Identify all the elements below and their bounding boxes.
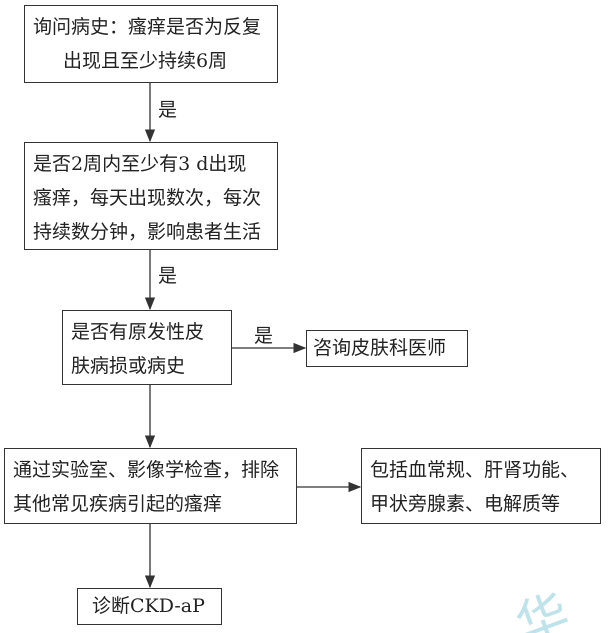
node-text: 瘙痒，每天出现数次，每次 bbox=[33, 187, 262, 209]
node-text: 肤病损或病史 bbox=[71, 355, 186, 377]
node-diagnosis: 诊断CKD-aP bbox=[77, 588, 222, 625]
node-text: 是否2周内至少有3 d出现 bbox=[33, 153, 247, 175]
node-text: 其他常见疾病引起的瘙痒 bbox=[13, 493, 223, 515]
node-text: 通过实验室、影像学检查，排除 bbox=[13, 459, 280, 481]
edge-label-yes: 是 bbox=[158, 99, 178, 121]
node-text: 询问病史：瘙痒是否为反复 bbox=[33, 16, 262, 38]
node-history: 询问病史：瘙痒是否为反复 出现且至少持续6周 bbox=[24, 5, 278, 83]
node-primary-skin: 是否有原发性皮 肤病损或病史 bbox=[62, 310, 232, 385]
node-text: 咨询皮肤科医师 bbox=[313, 337, 447, 359]
node-text: 出现且至少持续6周 bbox=[63, 50, 228, 72]
edge-label-yes: 是 bbox=[254, 325, 274, 347]
edge-label-yes: 是 bbox=[158, 265, 178, 287]
node-frequency: 是否2周内至少有3 d出现 瘙痒，每天出现数次，每次 持续数分钟，影响患者生活 bbox=[24, 142, 278, 250]
node-text: 诊断CKD-aP bbox=[92, 595, 205, 617]
node-text: 持续数分钟，影响患者生活 bbox=[33, 221, 262, 243]
node-text: 甲状旁腺素、电解质等 bbox=[370, 493, 561, 515]
node-text: 包括血常规、肝肾功能、 bbox=[370, 459, 580, 481]
node-exclude: 通过实验室、影像学检查，排除 其他常见疾病引起的瘙痒 bbox=[4, 448, 297, 524]
node-tests: 包括血常规、肝肾功能、 甲状旁腺素、电解质等 bbox=[361, 448, 601, 524]
node-text: 是否有原发性皮 bbox=[71, 321, 205, 343]
node-dermatology: 咨询皮肤科医师 bbox=[306, 330, 468, 367]
